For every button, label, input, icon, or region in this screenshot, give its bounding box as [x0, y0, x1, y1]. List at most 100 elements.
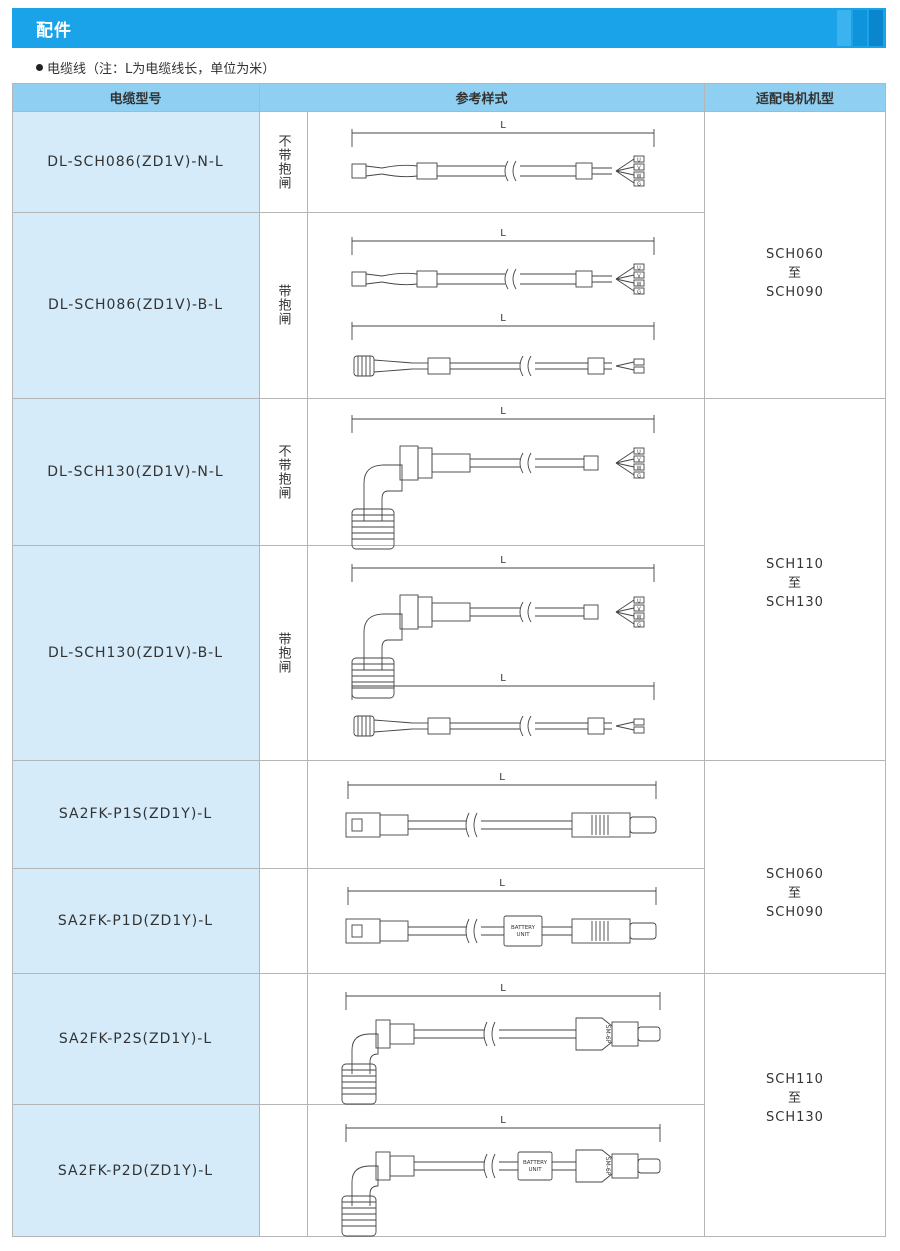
battery-unit: [517, 1151, 553, 1181]
cable-tail: [604, 362, 612, 370]
terminal-label: W: [637, 615, 642, 621]
terminal: [633, 718, 645, 726]
break-mark: [465, 812, 470, 838]
terminal: [633, 263, 645, 271]
connector-label: SM-6P: [604, 1157, 611, 1176]
circular-connector: [351, 657, 395, 699]
drive-connector: [571, 812, 631, 838]
cable-note-text: 电缆线（注：L为电缆线长，单位为米）: [47, 62, 276, 77]
length-label: L: [500, 555, 506, 566]
break-mark: [519, 601, 524, 623]
boot: [431, 602, 471, 622]
plug-latch: [351, 924, 363, 938]
wire: [615, 450, 635, 464]
break-mark: [519, 452, 524, 474]
encoder-plug: [345, 918, 381, 944]
sleeve: [416, 270, 438, 288]
terminal-label: V: [637, 274, 641, 280]
length-label: L: [500, 313, 506, 324]
plug-latch: [351, 818, 363, 832]
break-mark: [491, 1021, 496, 1047]
connector-label: SM-6P: [604, 1025, 611, 1044]
terminal: [633, 155, 645, 163]
connector-tip: [629, 922, 657, 940]
connector-tip: [637, 1026, 661, 1042]
wire: [615, 462, 635, 476]
length-label: L: [499, 772, 505, 783]
battery-unit-label: BATTERY: [511, 925, 536, 931]
terminal-label: U: [637, 158, 641, 164]
wire: [615, 599, 635, 613]
plug-taper: [365, 273, 383, 285]
wire: [615, 278, 635, 292]
terminal: [633, 612, 645, 620]
connector-taper: [373, 719, 413, 733]
wire: [615, 170, 635, 184]
length-label: L: [500, 406, 506, 417]
coupling: [417, 447, 433, 479]
round-connector: [353, 355, 375, 377]
wire: [615, 158, 635, 172]
coupling: [389, 1023, 415, 1045]
wire-bundle: [381, 272, 418, 286]
terminal-label: V: [637, 458, 641, 464]
round-connector: [353, 715, 375, 737]
sleeve: [587, 357, 605, 375]
wire: [615, 607, 635, 613]
length-label: L: [500, 673, 506, 684]
break-mark: [512, 268, 517, 290]
sleeve: [416, 162, 438, 180]
break-mark: [465, 918, 470, 944]
banner-decoration: [837, 10, 883, 46]
connector-tip: [637, 1158, 661, 1174]
break-mark: [473, 812, 478, 838]
wire: [615, 361, 635, 367]
elbow-body: [363, 613, 403, 670]
wire: [615, 462, 635, 468]
connector-shell: [611, 1021, 639, 1047]
terminal: [633, 271, 645, 279]
length-label: L: [500, 1115, 506, 1126]
sleeve: [583, 455, 599, 471]
break-mark: [527, 355, 532, 377]
coupling: [389, 1155, 415, 1177]
brake-cable-drawing: L: [351, 313, 655, 377]
length-label: L: [500, 120, 506, 131]
circular-connector: [341, 1063, 377, 1105]
wire: [615, 458, 635, 464]
battery-unit-label: BATTERY: [523, 1160, 548, 1166]
terminal-label: W: [637, 174, 642, 180]
wire: [615, 721, 635, 727]
sleeve: [427, 717, 451, 735]
length-label: L: [500, 983, 506, 994]
section-banner: 配件: [12, 8, 886, 48]
wire-bundle: [381, 164, 418, 178]
sleeve: [587, 717, 605, 735]
battery-unit-label: UNIT: [516, 932, 530, 938]
terminal: [633, 596, 645, 604]
plug-taper: [365, 165, 383, 177]
terminal: [633, 447, 645, 455]
sleeve: [575, 162, 593, 180]
terminal: [633, 287, 645, 295]
circular-connector: [351, 508, 395, 550]
wire: [615, 166, 635, 172]
terminal: [633, 279, 645, 287]
cable-tail: [592, 167, 612, 175]
break-mark: [483, 1021, 488, 1047]
cable-note: 电缆线（注：L为电缆线长，单位为米）: [36, 58, 275, 77]
break-mark: [527, 715, 532, 737]
flange: [399, 594, 419, 630]
wire: [615, 266, 635, 280]
battery-unit: [503, 915, 543, 947]
wire: [615, 611, 635, 625]
break-mark: [504, 160, 509, 182]
wire: [615, 611, 635, 617]
elbow-body: [351, 1033, 379, 1074]
